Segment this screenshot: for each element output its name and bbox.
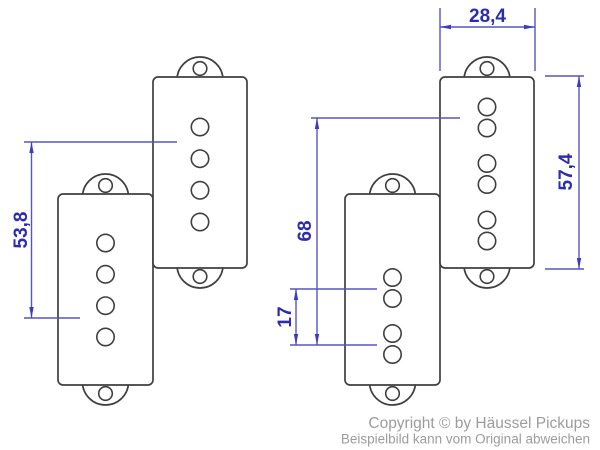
screw-hole-bottom (192, 268, 208, 285)
pole-piece (382, 323, 402, 343)
pole-piece (96, 296, 116, 316)
screw-hole-bottom (97, 385, 114, 402)
four-string-pickup-set (57, 56, 248, 406)
dimension-left-string-spread: 53,8 (11, 141, 177, 319)
pole-piece (477, 154, 497, 174)
screw-hole-top (384, 177, 401, 194)
pole-piece (382, 344, 402, 364)
screw-hole-top (97, 177, 114, 194)
footer: Copyright © by Häussel Pickups Beispielb… (341, 415, 590, 447)
arrow-up-icon (29, 142, 34, 153)
pole-piece (477, 97, 497, 117)
copyright-text: Copyright © by Häussel Pickups (368, 415, 590, 432)
screw-hole-bottom (384, 385, 401, 402)
dimension-label: 28,4 (469, 6, 506, 27)
pole-piece (477, 210, 497, 230)
screw-hole-top (192, 60, 208, 77)
arrow-down-icon (314, 334, 320, 345)
pole-piece (190, 212, 210, 232)
dimension-string-gap: 17 (275, 288, 377, 345)
pickup-body (57, 193, 154, 386)
pole-piece (190, 180, 210, 200)
pole-piece (382, 267, 402, 287)
arrow-down-icon (29, 307, 34, 318)
pole-piece (190, 117, 210, 137)
pickup-body (152, 76, 248, 269)
five-string-pickup-set (344, 56, 535, 406)
five-string-upper-coil (439, 56, 535, 289)
dimension-label: 68 (295, 220, 316, 241)
arrow-left-icon (440, 24, 451, 30)
arrow-up-icon (293, 289, 299, 300)
dimension-pickup-height: 57,4 (545, 75, 584, 270)
dimension-pickup-width: 28,4 (439, 6, 536, 71)
arrow-up-icon (314, 118, 320, 129)
four-string-upper-coil (152, 56, 248, 289)
pole-piece (96, 327, 116, 347)
arrow-up-icon (576, 76, 582, 87)
pole-piece (190, 149, 210, 169)
dimension-right-string-spread: 68 (290, 117, 460, 346)
five-string-lower-coil (344, 173, 441, 406)
arrow-right-icon (524, 24, 535, 30)
pole-piece (477, 118, 497, 138)
pole-piece (96, 233, 116, 253)
arrow-down-icon (576, 258, 582, 269)
four-string-lower-coil (57, 173, 154, 406)
pole-piece (96, 264, 116, 284)
dimension-label: 17 (275, 306, 296, 327)
arrow-down-icon (293, 334, 299, 345)
dimension-label: 57,4 (556, 153, 577, 190)
pole-piece (382, 288, 402, 308)
disclaimer-text: Beispielbild kann vom Original abweichen (341, 432, 590, 447)
pole-piece (477, 175, 497, 195)
dimension-label: 53,8 (11, 212, 32, 249)
screw-hole-bottom (479, 268, 495, 285)
pole-piece (477, 231, 497, 251)
screw-hole-top (479, 60, 495, 77)
